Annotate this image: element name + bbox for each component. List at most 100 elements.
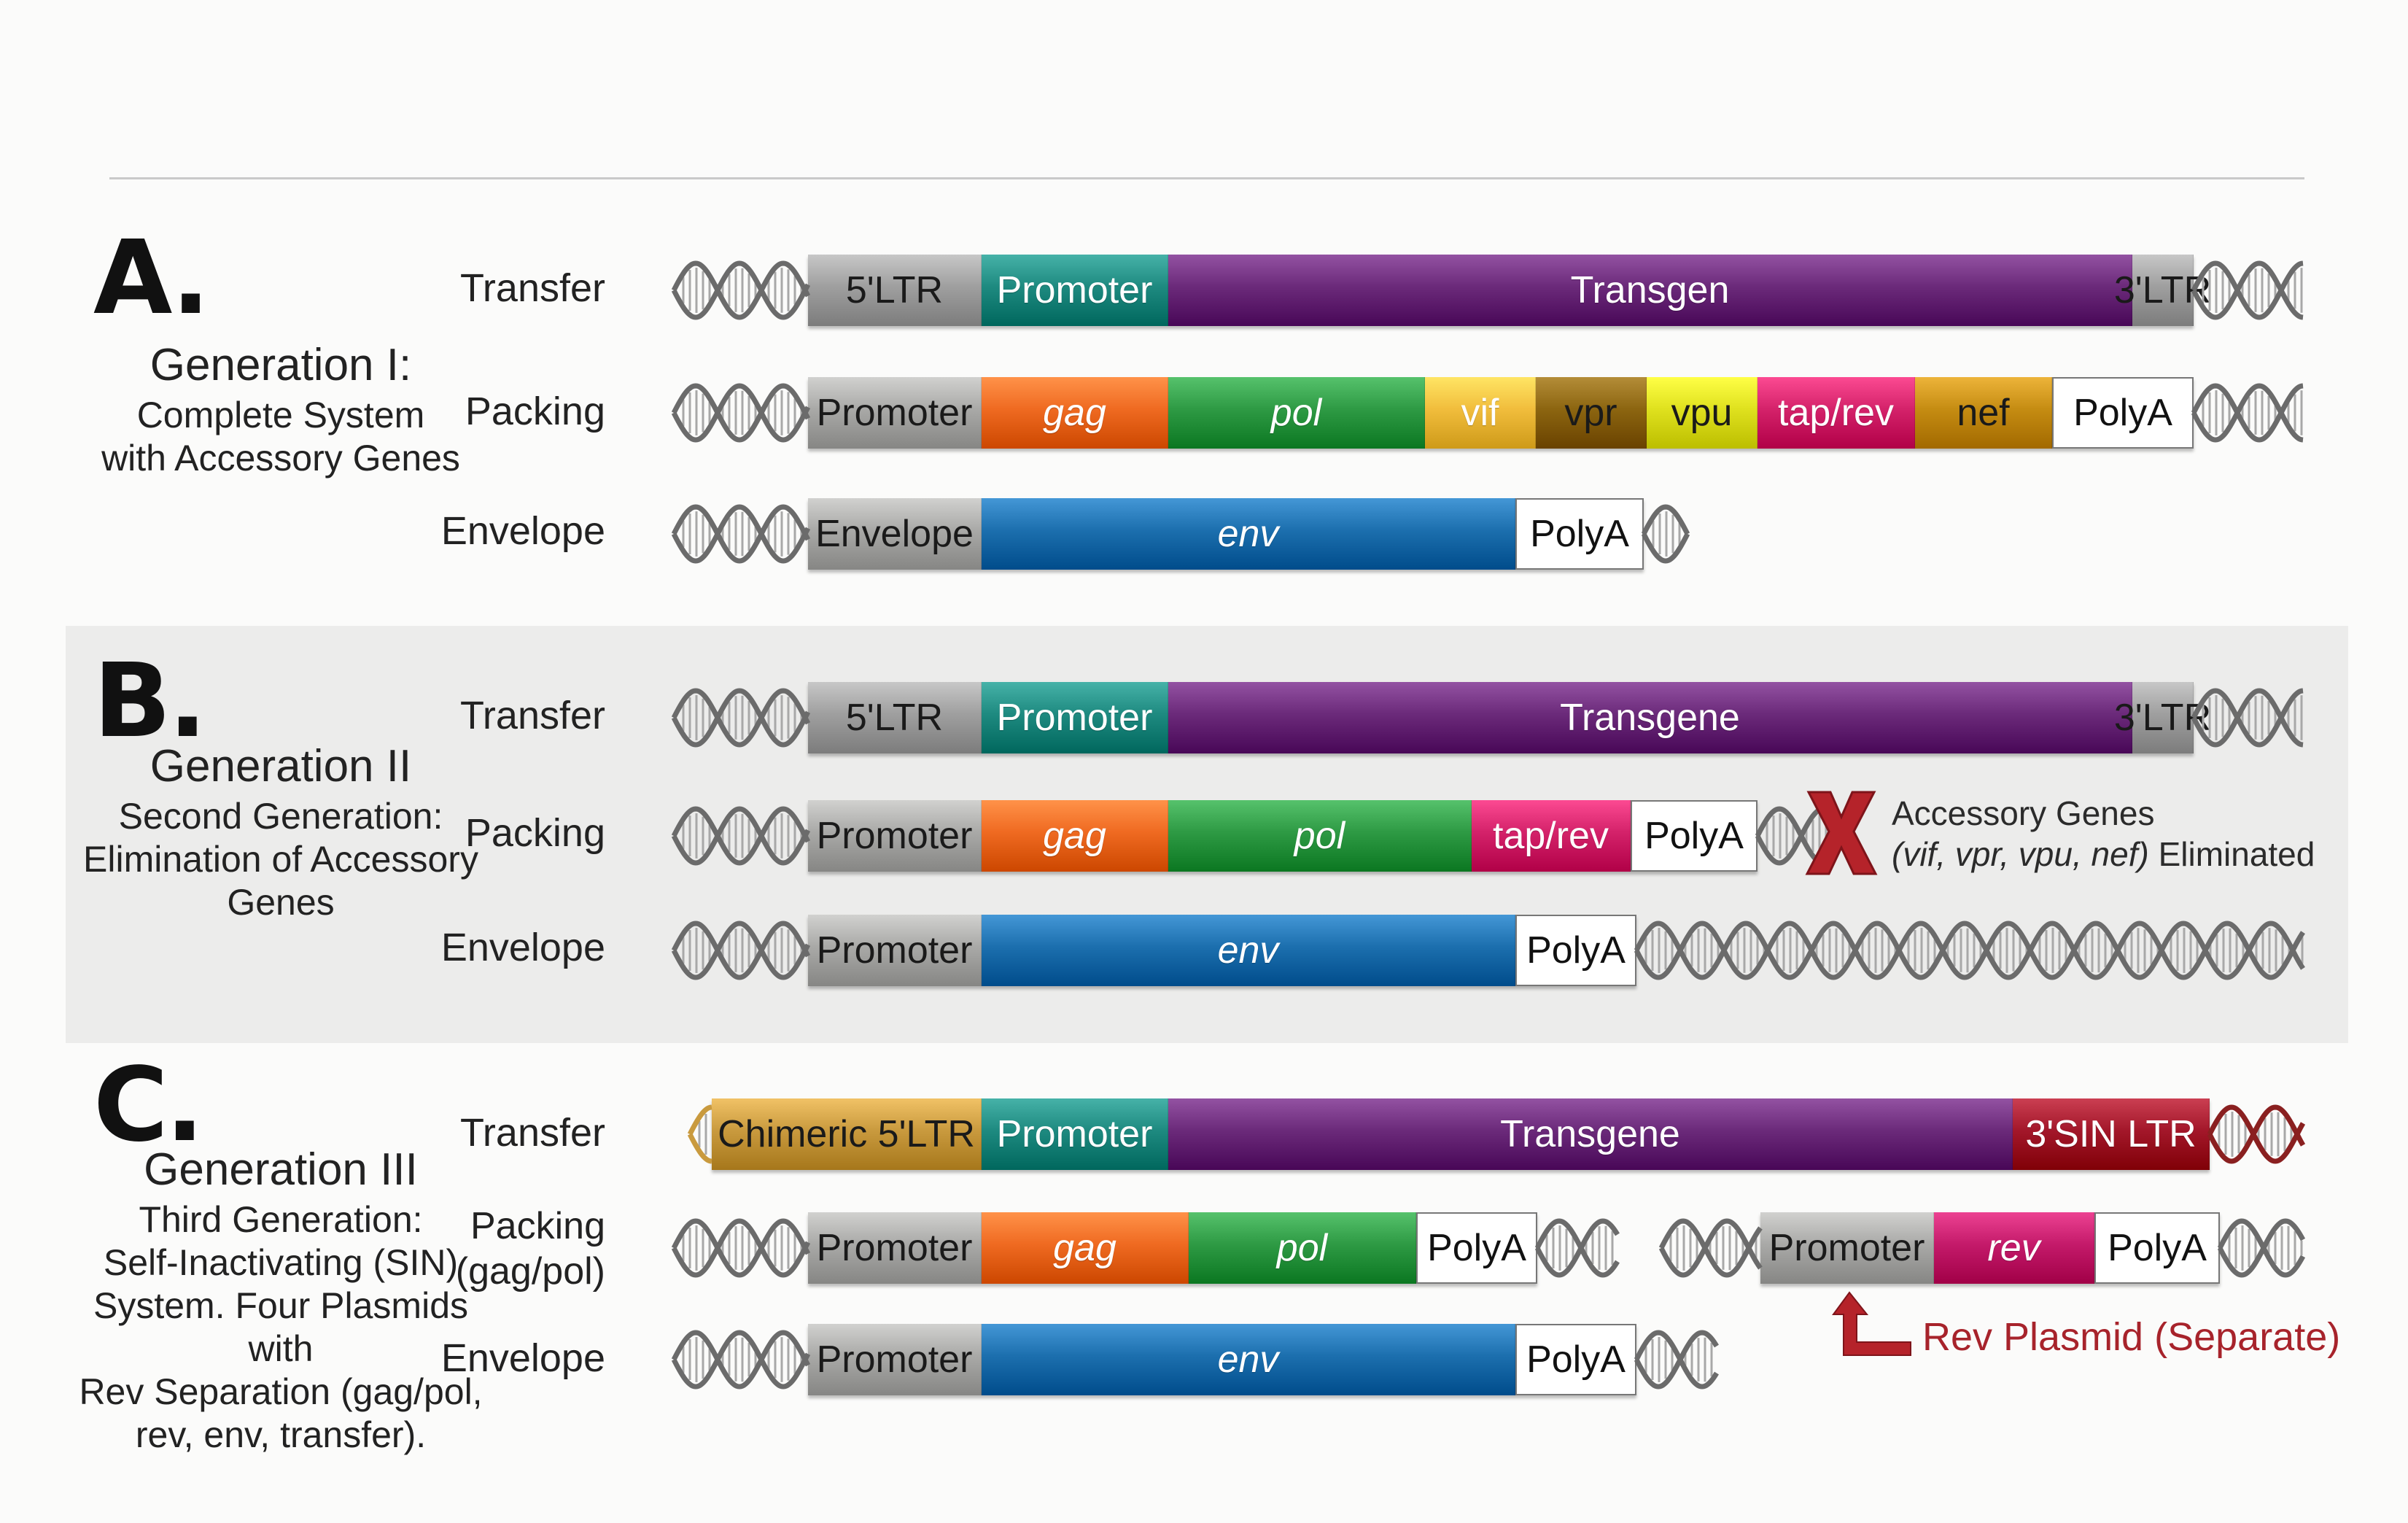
segment-pol: pol <box>1189 1212 1416 1284</box>
dna-helix-icon <box>2207 1104 2306 1164</box>
segment-tap-rev: tap/rev <box>1472 800 1631 872</box>
segment-5-ltr: 5'LTR <box>808 682 982 753</box>
segment-promoter: Promoter <box>808 377 982 449</box>
segment-polya: PolyA <box>1416 1212 1537 1284</box>
row-label-transfer: Transfer <box>459 266 605 310</box>
up-arrow-icon <box>1832 1291 1911 1356</box>
row-label-packing: Packing <box>465 811 605 855</box>
segment-gag: gag <box>982 800 1168 872</box>
note-eliminated: Eliminated <box>2148 835 2315 874</box>
segment-vpr: vpr <box>1536 377 1647 449</box>
section-c-title: Generation III <box>144 1144 418 1195</box>
section-c-desc-line: Third Generation: <box>139 1198 423 1240</box>
segment-polya: PolyA <box>1515 1324 1636 1395</box>
dna-helix-icon <box>1634 921 2305 980</box>
segment-vpu: vpu <box>1647 377 1758 449</box>
segment-transgene: Transgene <box>1168 1098 2013 1170</box>
dna-helix-icon <box>671 921 811 980</box>
note-gene-list: (vif, vpr, vpu, nef) <box>1892 835 2149 874</box>
dna-helix-icon <box>1634 1330 1719 1390</box>
dna-helix-icon <box>1641 504 1690 564</box>
row-label-envelope: Envelope <box>440 926 605 969</box>
row-label-transfer: Transfer <box>459 694 605 737</box>
row-label-packing-gagpol: Packing (gag/pol) <box>0 1204 605 1295</box>
segment-3-ltr: 3'LTR <box>2114 682 2211 753</box>
section-b-title: Generation II <box>149 741 412 791</box>
segment-env: env <box>982 498 1515 570</box>
segment-pol: pol <box>1168 800 1472 872</box>
dna-helix-icon <box>671 1218 811 1278</box>
section-b-letter: B. <box>93 642 207 761</box>
section-a-letter: A. <box>93 219 210 338</box>
segment-promoter: Promoter <box>982 255 1168 326</box>
row-label-line: Packing <box>470 1205 605 1247</box>
note-line: Accessory Genes <box>1892 794 2155 832</box>
dna-helix-icon <box>671 688 811 748</box>
segment-transgene: Transgene <box>1168 682 2132 753</box>
section-c-heading: Generation III Third Generation: Self-In… <box>66 1142 496 1457</box>
segment-promoter: Promoter <box>808 800 982 872</box>
segment-promoter: Promoter <box>982 1098 1168 1170</box>
section-c-desc-line: Self-Inactivating (SIN) <box>103 1241 459 1283</box>
segment-gag: gag <box>982 1212 1189 1284</box>
dna-helix-icon <box>2217 1218 2306 1278</box>
section-c-letter: C. <box>93 1046 204 1165</box>
row-label-envelope: Envelope <box>440 509 605 553</box>
segment-promoter: Promoter <box>808 1212 982 1284</box>
dna-helix-icon <box>671 260 811 320</box>
segment-polya: PolyA <box>1631 800 1758 872</box>
dna-helix-icon <box>671 1330 811 1390</box>
dna-helix-icon <box>1658 1218 1763 1278</box>
section-b-desc-line: Genes <box>227 881 335 923</box>
dna-helix-icon <box>671 806 811 866</box>
segment-3-ltr: 3'LTR <box>2114 255 2211 326</box>
section-b-desc-line: Second Generation: <box>118 795 443 837</box>
section-c-desc-line: rev, env, transfer). <box>135 1414 427 1455</box>
segment-promoter: Promoter <box>808 915 982 986</box>
segment-5-ltr: 5'LTR <box>808 255 982 326</box>
section-a-title: Generation I: <box>149 340 412 390</box>
segment-3-sin-ltr: 3'SIN LTR <box>2013 1098 2210 1170</box>
segment-chimeric-5-ltr: Chimeric 5'LTR <box>712 1098 982 1170</box>
note-line: (vif, vpr, vpu, nef) Eliminated <box>1892 834 2315 875</box>
eliminated-x-icon <box>1805 791 1878 875</box>
segment-promoter: Promoter <box>808 1324 982 1395</box>
dna-helix-icon <box>2191 383 2304 443</box>
segment-polya: PolyA <box>2094 1212 2220 1284</box>
dna-helix-icon <box>1534 1218 1620 1278</box>
section-c-desc-line: Rev Separation (gag/pol, <box>79 1371 483 1412</box>
section-a-desc-line: Complete System <box>136 394 425 435</box>
dna-helix-icon <box>2191 688 2304 748</box>
rev-plasmid-note: Rev Plasmid (Separate) <box>1922 1315 2341 1359</box>
segment-env: env <box>982 1324 1515 1395</box>
top-divider <box>109 177 2304 179</box>
segment-pol: pol <box>1168 377 1425 449</box>
segment-promoter: Promoter <box>1760 1212 1934 1284</box>
segment-polya: PolyA <box>1515 498 1644 570</box>
section-a-desc-line: with Accessory Genes <box>101 437 460 478</box>
dna-helix-icon <box>671 504 811 564</box>
segment-rev: rev <box>1934 1212 2094 1284</box>
row-label-line: (gag/pol) <box>455 1250 605 1293</box>
dna-helix-icon <box>687 1104 712 1164</box>
section-a-heading: Generation I: Complete System with Acces… <box>66 337 496 480</box>
segment-vif: vif <box>1425 377 1536 449</box>
segment-envelope: Envelope <box>808 498 982 570</box>
accessory-genes-note: Accessory Genes (vif, vpr, vpu, nef) Eli… <box>1892 793 2315 875</box>
segment-nef: nef <box>1915 377 2052 449</box>
section-c-desc-line: System. Four Plasmids with <box>93 1284 468 1369</box>
segment-polya: PolyA <box>1515 915 1636 986</box>
segment-promoter: Promoter <box>982 682 1168 753</box>
dna-helix-icon <box>671 383 811 443</box>
row-label-envelope: Envelope <box>440 1336 605 1380</box>
row-label-packing: Packing <box>465 390 605 433</box>
